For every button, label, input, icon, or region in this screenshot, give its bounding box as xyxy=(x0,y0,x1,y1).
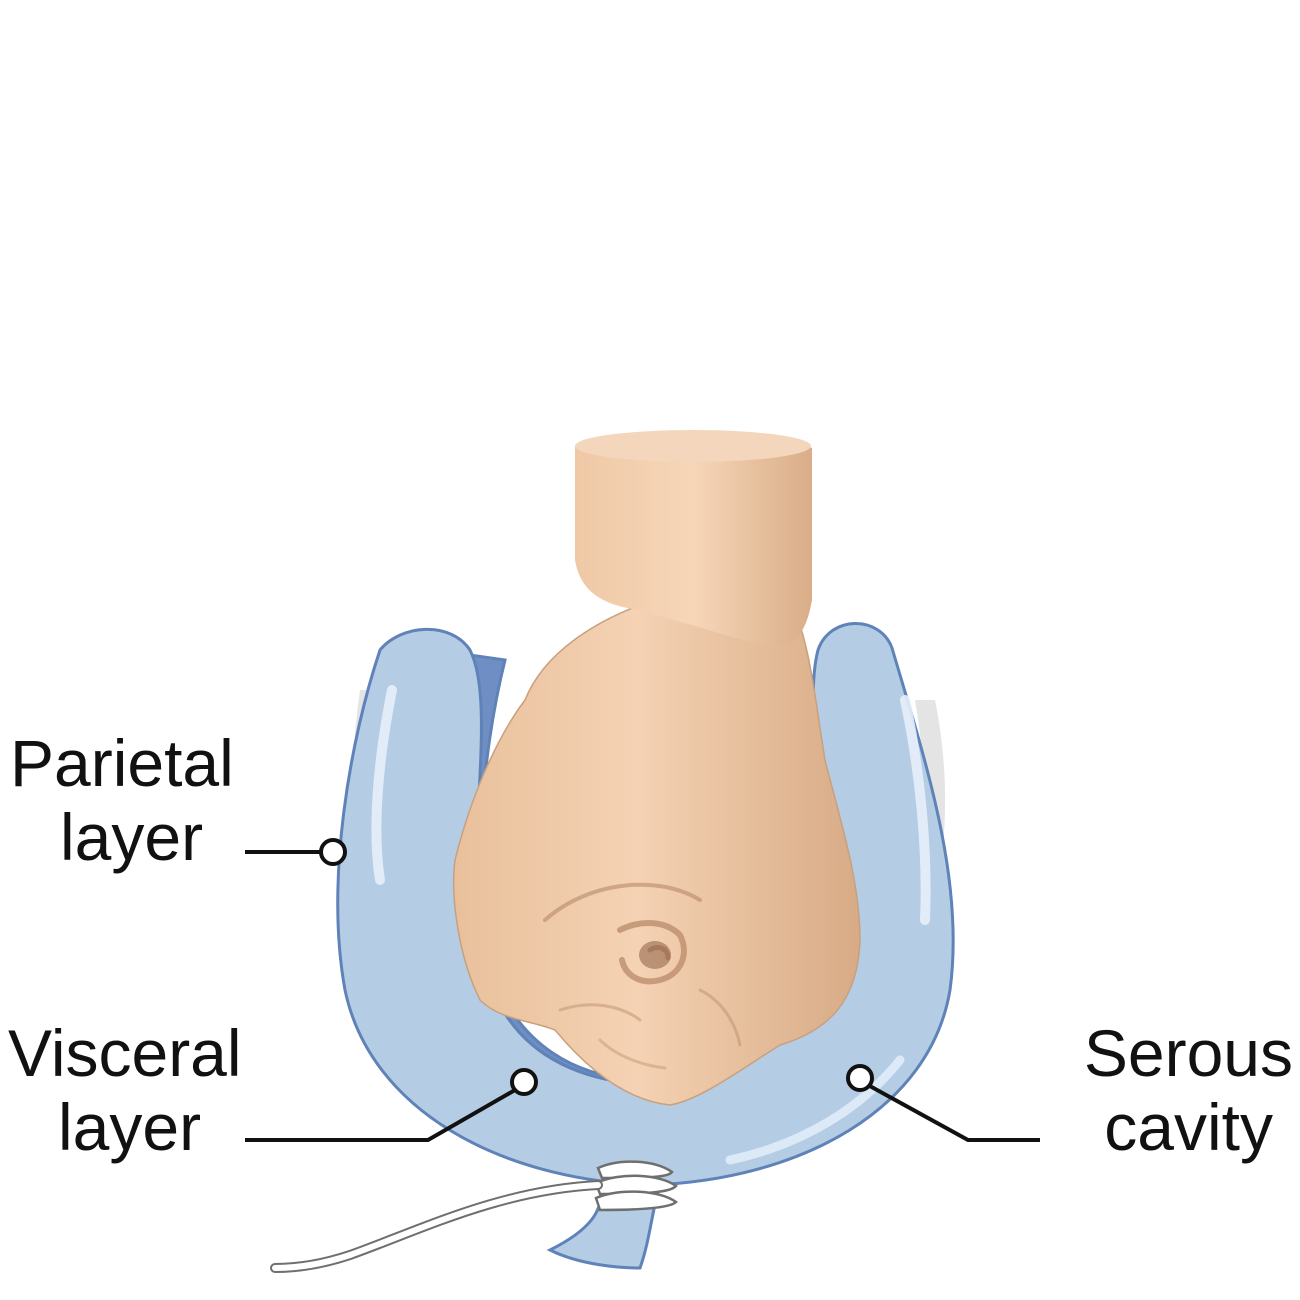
balloon-highlight-right xyxy=(900,695,931,925)
fist-hole-shadow xyxy=(639,941,671,969)
label-parietal-line2: layer xyxy=(60,800,204,874)
wrist xyxy=(575,437,812,647)
leader-visceral xyxy=(245,1068,538,1142)
leader-parietal xyxy=(245,838,347,866)
string-line-inner xyxy=(272,1182,601,1271)
label-serous-line1: Serous xyxy=(1083,1016,1293,1090)
balloon-highlight-left xyxy=(371,685,397,885)
label-parietal-layer: Parietal layer xyxy=(10,726,234,874)
wrist-top xyxy=(575,430,811,462)
label-serous-cavity: Serous cavity xyxy=(1048,1016,1293,1164)
leader-serous xyxy=(846,1064,1040,1142)
string-ties xyxy=(594,1160,678,1212)
string-line xyxy=(270,1180,603,1273)
balloon-highlight-bottom xyxy=(725,1055,905,1165)
fist-creases xyxy=(543,882,742,1070)
label-parietal-line1: Parietal xyxy=(10,726,234,800)
label-visceral-line1: Visceral xyxy=(8,1016,242,1090)
fist xyxy=(452,599,861,1106)
label-visceral-layer: Visceral layer xyxy=(8,1016,242,1164)
label-serous-line2: cavity xyxy=(1104,1090,1273,1164)
label-visceral-line2: layer xyxy=(58,1090,202,1164)
